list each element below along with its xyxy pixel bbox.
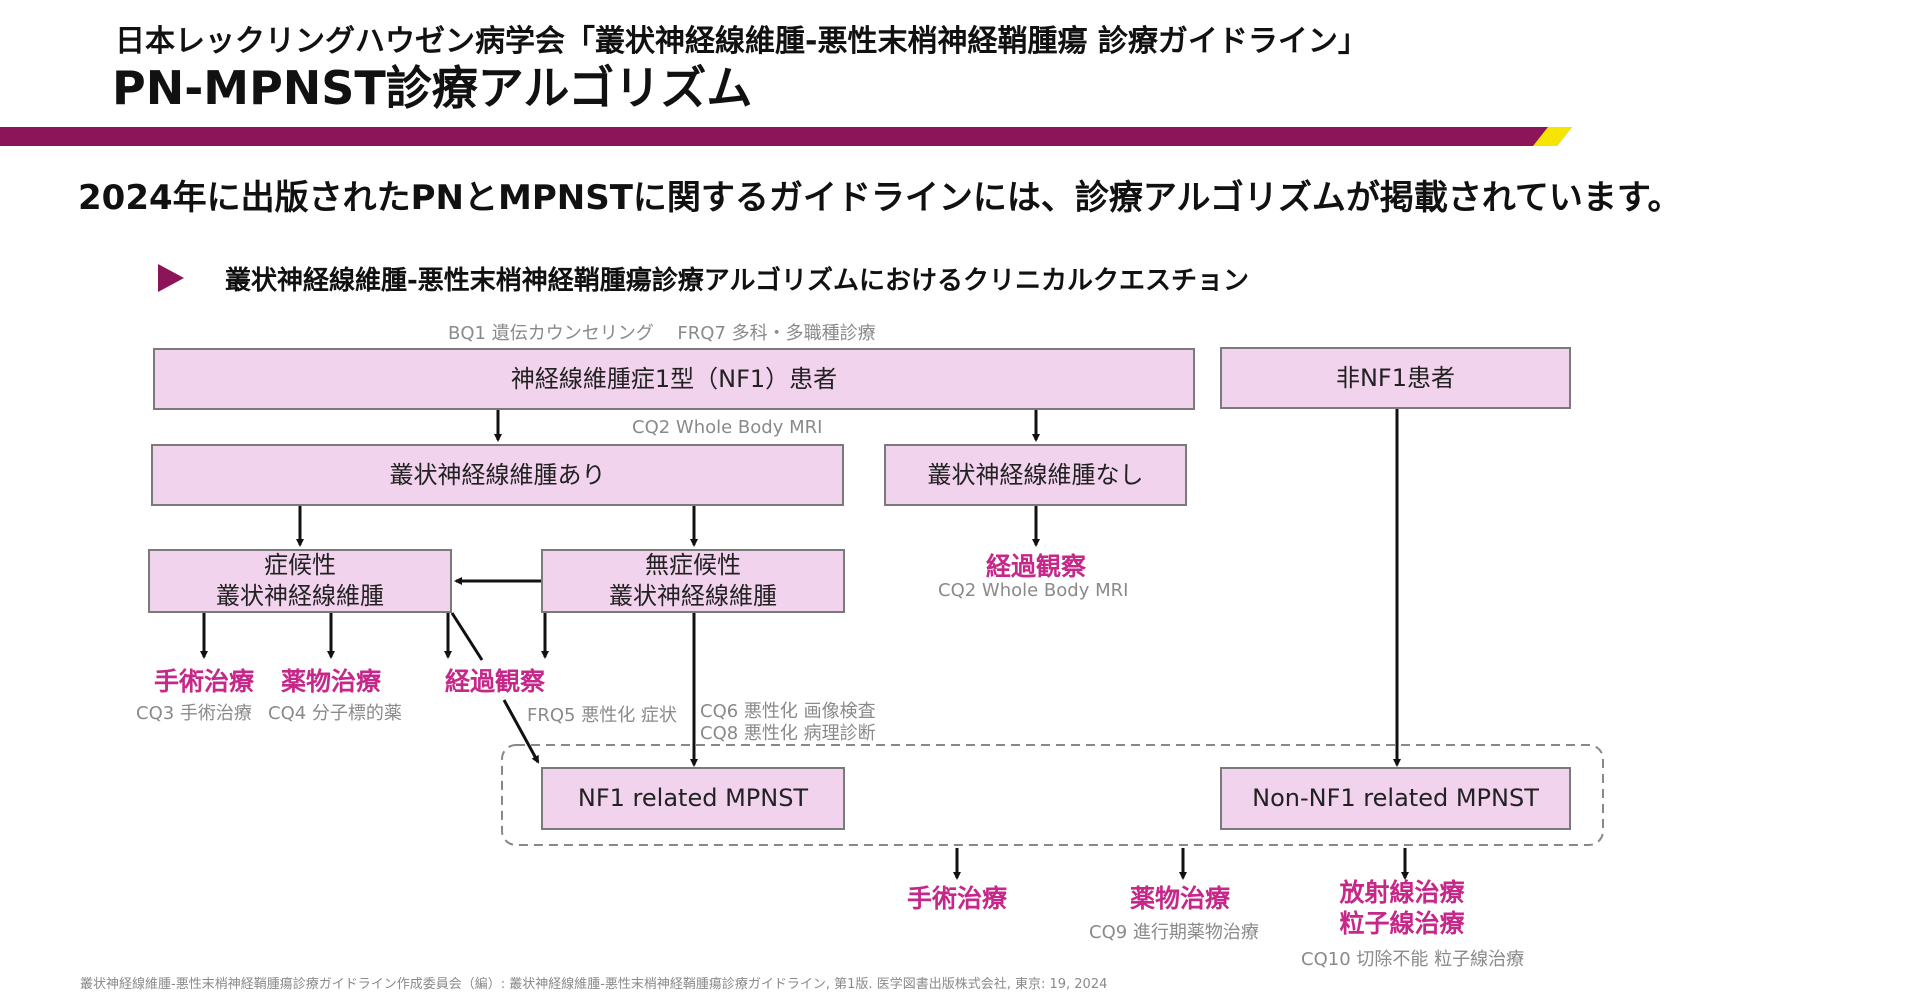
line-symptomatic-to-mpnst — [450, 612, 484, 661]
node-symptomatic-line1: 症候性 — [264, 551, 336, 579]
radiation-line1: 放射線治療 — [1339, 878, 1465, 907]
surgery-left: 手術治療 — [153, 667, 254, 696]
radiation-line2: 粒子線治療 — [1339, 909, 1465, 938]
cq4-note: CQ4 分子標的薬 — [268, 703, 402, 724]
node-asymptomatic: 無症候性 叢状神経線維腫 — [541, 549, 845, 613]
node-non-nf1-patient: 非NF1患者 — [1220, 347, 1571, 409]
play-triangle-icon — [158, 264, 184, 292]
mpnst-group-dashed — [501, 744, 1604, 846]
observation-left: 経過観察 — [444, 667, 545, 696]
cq9-note: CQ9 進行期薬物治療 — [1089, 922, 1259, 943]
drug-left: 薬物治療 — [280, 667, 381, 696]
node-symptomatic: 症候性 叢状神経線維腫 — [148, 549, 452, 613]
node-asymptomatic-line2: 叢状神経線維腫 — [609, 582, 777, 610]
node-nf1-patient-label: 神経線維腫症1型（NF1）患者 — [510, 364, 838, 393]
node-non-nf1-patient-label: 非NF1患者 — [1335, 363, 1456, 392]
node-pn-absent-label: 叢状神経線維腫なし — [927, 460, 1144, 489]
cq6-note: CQ6 悪性化 画像検査 — [700, 701, 876, 722]
node-non-nf1-mpnst: Non-NF1 related MPNST — [1220, 767, 1571, 830]
header-subtitle: 日本レックリングハウゼン病学会「叢状神経線維腫-悪性末梢神経鞘腫瘍 診療ガイドラ… — [115, 24, 1368, 59]
header-bar-yellow — [1533, 127, 1572, 146]
cq10-note: CQ10 切除不能 粒子線治療 — [1301, 949, 1525, 970]
cq3-note: CQ3 手術治療 — [136, 703, 252, 724]
node-pn-present-label: 叢状神経線維腫あり — [389, 460, 606, 489]
node-nf1-mpnst-label: NF1 related MPNST — [577, 784, 809, 812]
intro-text: 2024年に出版されたPNとMPNSTに関するガイドラインには、診療アルゴリズム… — [78, 178, 1682, 218]
cq2-note-right: CQ2 Whole Body MRI — [938, 580, 1129, 601]
citation: 叢状神経線維腫-悪性末梢神経鞘腫瘍診療ガイドライン作成委員会（編）: 叢状神経線… — [80, 977, 1108, 992]
radiation-label: 放射線治療 粒子線治療 — [1322, 877, 1482, 939]
node-pn-absent: 叢状神経線維腫なし — [884, 444, 1187, 506]
node-non-nf1-mpnst-label: Non-NF1 related MPNST — [1252, 784, 1539, 812]
section-title: 叢状神経線維腫-悪性末梢神経鞘腫瘍診療アルゴリズムにおけるクリニカルクエスチョン — [225, 266, 1250, 296]
node-symptomatic-line2: 叢状神経線維腫 — [216, 582, 384, 610]
top-note: BQ1 遺伝カウンセリング FRQ7 多科・多職種診療 — [448, 323, 876, 344]
node-pn-present: 叢状神経線維腫あり — [151, 444, 844, 506]
drug-bottom: 薬物治療 — [1129, 884, 1230, 913]
page-title: PN-MPNST診療アルゴリズム — [112, 61, 753, 115]
observation-right: 経過観察 — [985, 552, 1086, 581]
cq2-note-top: CQ2 Whole Body MRI — [632, 417, 823, 438]
header-bar-magenta — [0, 127, 1572, 146]
node-nf1-patient: 神経線維腫症1型（NF1）患者 — [153, 348, 1195, 410]
surgery-bottom: 手術治療 — [906, 884, 1007, 913]
arrow-observation-to-mpnst — [502, 699, 540, 764]
cq8-note: CQ8 悪性化 病理診断 — [700, 723, 876, 744]
node-nf1-mpnst: NF1 related MPNST — [541, 767, 845, 830]
node-asymptomatic-line1: 無症候性 — [645, 551, 741, 579]
frq5-note: FRQ5 悪性化 症状 — [527, 705, 677, 726]
